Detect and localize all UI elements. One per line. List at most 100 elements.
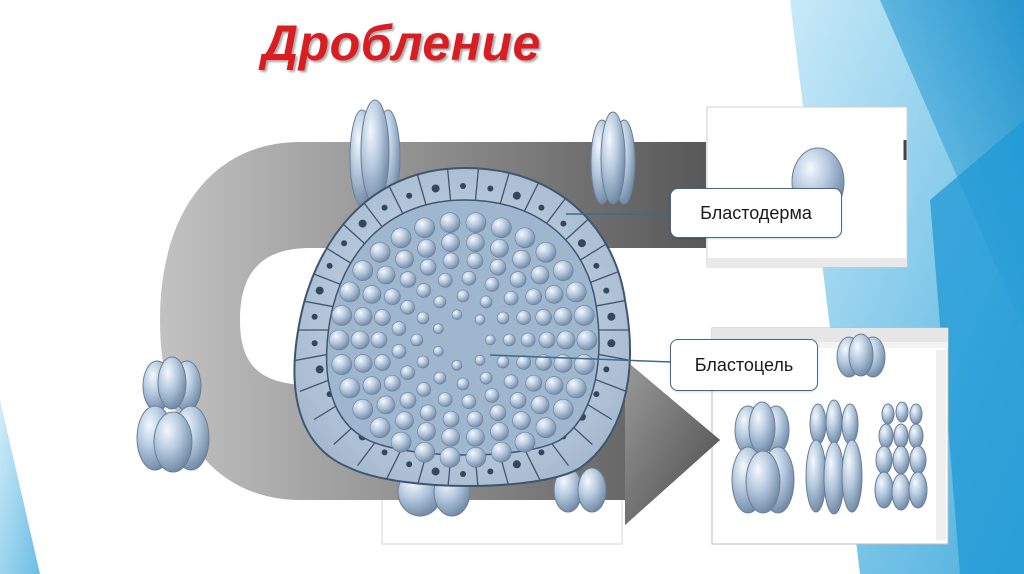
inner-cell (514, 227, 536, 249)
cell-nucleus (311, 340, 318, 347)
inner-cell (530, 395, 550, 415)
cell-nucleus (326, 262, 333, 269)
inner-cell (441, 427, 460, 447)
inner-cell (503, 290, 519, 306)
inner-cell (417, 239, 436, 258)
inner-cell (484, 277, 500, 292)
inner-cell (474, 314, 486, 325)
inner-cell (553, 354, 573, 373)
inner-cell (525, 374, 542, 392)
cell-nucleus (593, 262, 600, 269)
inner-cell (391, 321, 407, 336)
slide-title: Дробление (262, 15, 541, 71)
inner-cell (490, 217, 512, 239)
cell-nucleus (603, 366, 610, 373)
inner-cell (512, 411, 531, 430)
inner-cell (437, 273, 453, 288)
inner-cell (376, 265, 396, 285)
embryo-stage-8cells-left (349, 99, 401, 207)
inner-cell (565, 377, 587, 399)
inner-cell (370, 331, 388, 349)
label-blastocoel-text: Бластоцель (694, 354, 794, 375)
inner-cell (433, 371, 447, 385)
inner-cell (414, 441, 436, 463)
inner-cell (439, 447, 461, 468)
inner-cell (552, 260, 574, 281)
inner-cell (516, 310, 532, 325)
embryo-stage-16cells (136, 356, 210, 473)
inner-cell (331, 354, 353, 375)
inner-cell (461, 270, 477, 286)
inner-cell (535, 354, 552, 371)
inner-cell (400, 365, 415, 380)
inner-cell (374, 354, 391, 371)
inner-cell (384, 288, 401, 306)
inner-cell (516, 355, 532, 370)
inner-cell (437, 392, 453, 407)
inner-cell (456, 377, 470, 391)
cell-nucleus (460, 183, 466, 189)
inner-cell (466, 410, 484, 428)
inner-cell (479, 295, 493, 309)
inner-cell (376, 395, 396, 415)
inner-cell (410, 333, 424, 347)
inner-cell (419, 258, 437, 276)
embryo-stage-8cells-right (590, 111, 636, 205)
inner-cell (416, 382, 432, 397)
inner-cell (353, 307, 373, 326)
cell-nucleus (560, 220, 567, 227)
inner-cell (439, 212, 461, 233)
cell-nucleus (460, 471, 466, 477)
inner-cell (339, 281, 361, 303)
inner-cell (565, 281, 587, 303)
inner-cell (384, 374, 401, 392)
image-panel-top (706, 106, 908, 268)
embryo-stage-sequence (731, 399, 928, 515)
inner-cell (391, 344, 407, 359)
cell-nucleus (607, 312, 616, 321)
inner-cell (416, 355, 430, 369)
inner-cell (538, 331, 556, 349)
inner-cell (433, 345, 444, 357)
embryo-stage-top-right-small (836, 333, 886, 378)
inner-cell (466, 252, 484, 270)
cell-nucleus (593, 391, 600, 398)
inner-cell (395, 411, 414, 430)
inner-cell (362, 285, 382, 304)
inner-cell (328, 329, 350, 351)
inner-cell (442, 252, 460, 270)
inner-cell (556, 330, 576, 350)
inner-cell (433, 295, 447, 309)
inner-cell (484, 334, 496, 346)
inner-cell (353, 354, 373, 373)
label-blastoderm-text: Бластодерма (700, 202, 812, 223)
inner-cell (441, 233, 460, 253)
cell-nucleus (406, 461, 413, 468)
inner-cell (509, 392, 527, 409)
cell-nucleus (381, 204, 388, 211)
inner-cell (451, 360, 463, 371)
inner-cell (490, 441, 512, 463)
cell-nucleus (431, 184, 440, 193)
inner-cell (573, 354, 595, 375)
inner-cell (514, 431, 536, 453)
inner-cell (509, 271, 527, 288)
inner-cell (525, 288, 542, 306)
inner-cell (369, 242, 391, 263)
inner-cell (369, 417, 391, 438)
inner-cell (466, 233, 485, 253)
inner-cell (352, 399, 374, 420)
inner-cell (535, 309, 552, 326)
inner-cell (490, 422, 509, 441)
cell-nucleus (603, 287, 610, 294)
inner-cell (544, 376, 564, 395)
inner-cell (339, 377, 361, 399)
inner-cell (461, 394, 477, 410)
inner-cell (503, 374, 519, 390)
inner-cell (414, 217, 436, 239)
inner-cell (489, 258, 507, 276)
inner-cell (395, 250, 414, 269)
inner-cell (400, 300, 415, 315)
cell-nucleus (315, 286, 324, 295)
